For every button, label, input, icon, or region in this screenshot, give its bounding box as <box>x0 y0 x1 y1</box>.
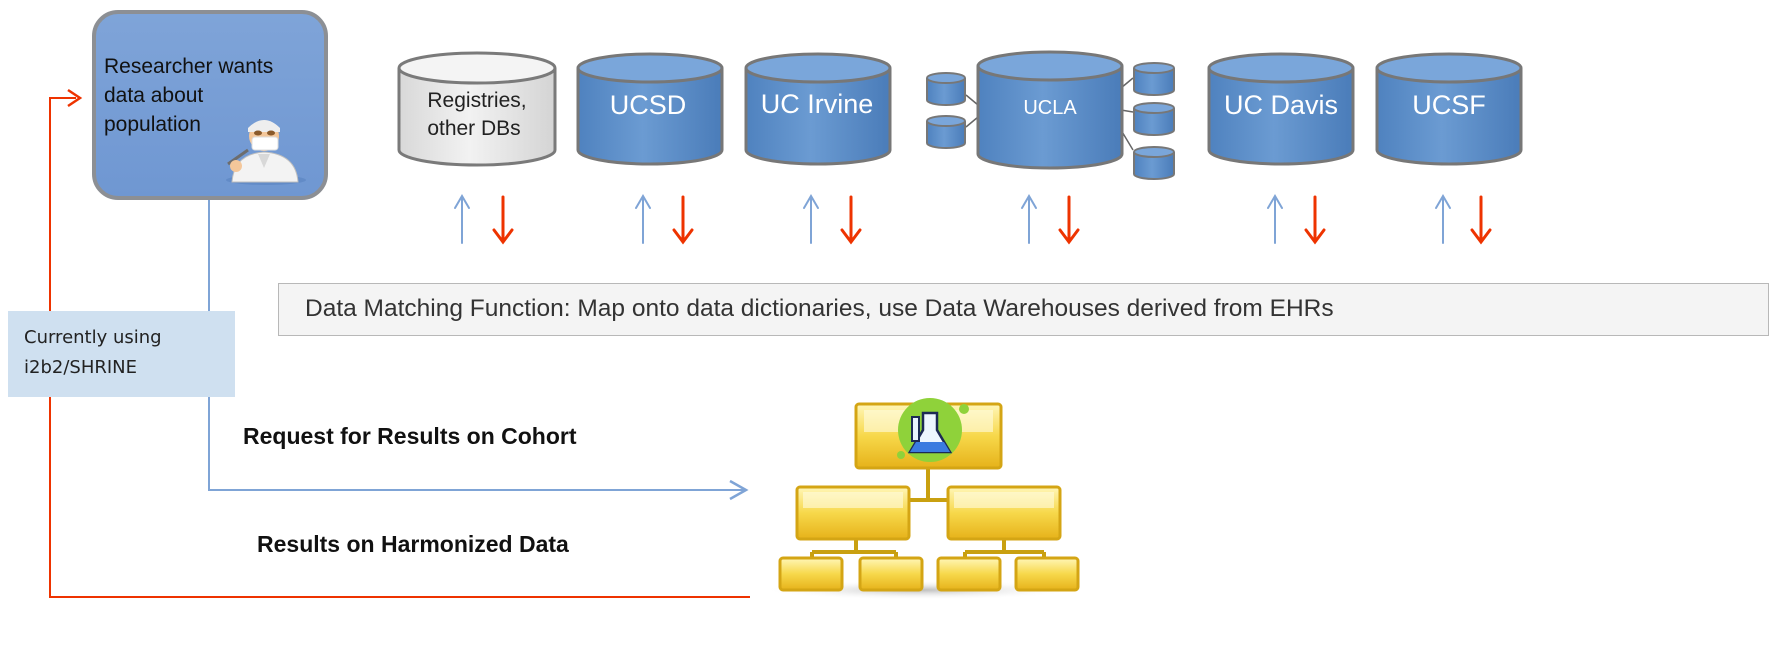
data-hierarchy-lab-icon <box>760 398 1080 600</box>
database-registries <box>397 51 557 167</box>
arrow-pair-ucla <box>1021 194 1080 245</box>
researcher-line-3: population <box>104 113 201 136</box>
database-ucsd <box>576 52 724 166</box>
database-ucsf <box>1375 52 1523 166</box>
shrine-line-1: Currently using <box>24 327 162 348</box>
data-matching-function-text: Data Matching Function: Map onto data di… <box>305 295 1334 322</box>
researcher-text: Researcher wants data about population <box>104 52 319 139</box>
db-label-uc-davis: UC Davis <box>1224 90 1338 120</box>
request-flow-label: Request for Results on Cohort <box>243 423 577 449</box>
researcher-line-1: Researcher wants <box>104 55 274 78</box>
database-uc-davis <box>1207 52 1355 166</box>
results-flow-label: Results on Harmonized Data <box>257 531 569 557</box>
arrow-pair-uc-irvine <box>803 194 862 245</box>
request-flow-line <box>208 200 749 501</box>
db-label-ucla: UCLA <box>1023 97 1077 119</box>
arrow-pair-registries <box>454 194 514 245</box>
database-uc-irvine <box>744 52 892 166</box>
researcher-line-2: data about <box>104 84 204 107</box>
shrine-box: Currently using i2b2/SHRINE <box>8 311 235 397</box>
arrow-pair-ucsf <box>1435 194 1492 245</box>
db-label-uc-irvine: UC Irvine <box>761 89 874 119</box>
arrow-pair-uc-davis <box>1267 194 1326 245</box>
query-arrows <box>454 194 1492 245</box>
shrine-line-2: i2b2/SHRINE <box>24 357 138 378</box>
db-label-ucsd: UCSD <box>610 90 687 120</box>
db-label-registries-1: Registries, <box>427 89 526 112</box>
researcher-person-icon <box>226 120 306 185</box>
arrow-pair-ucsd <box>635 194 694 245</box>
database-ucla <box>926 50 1175 180</box>
db-label-registries-2: other DBs <box>427 117 520 140</box>
data-matching-function-box: Data Matching Function: Map onto data di… <box>278 283 1769 336</box>
db-label-ucsf: UCSF <box>1412 90 1486 120</box>
